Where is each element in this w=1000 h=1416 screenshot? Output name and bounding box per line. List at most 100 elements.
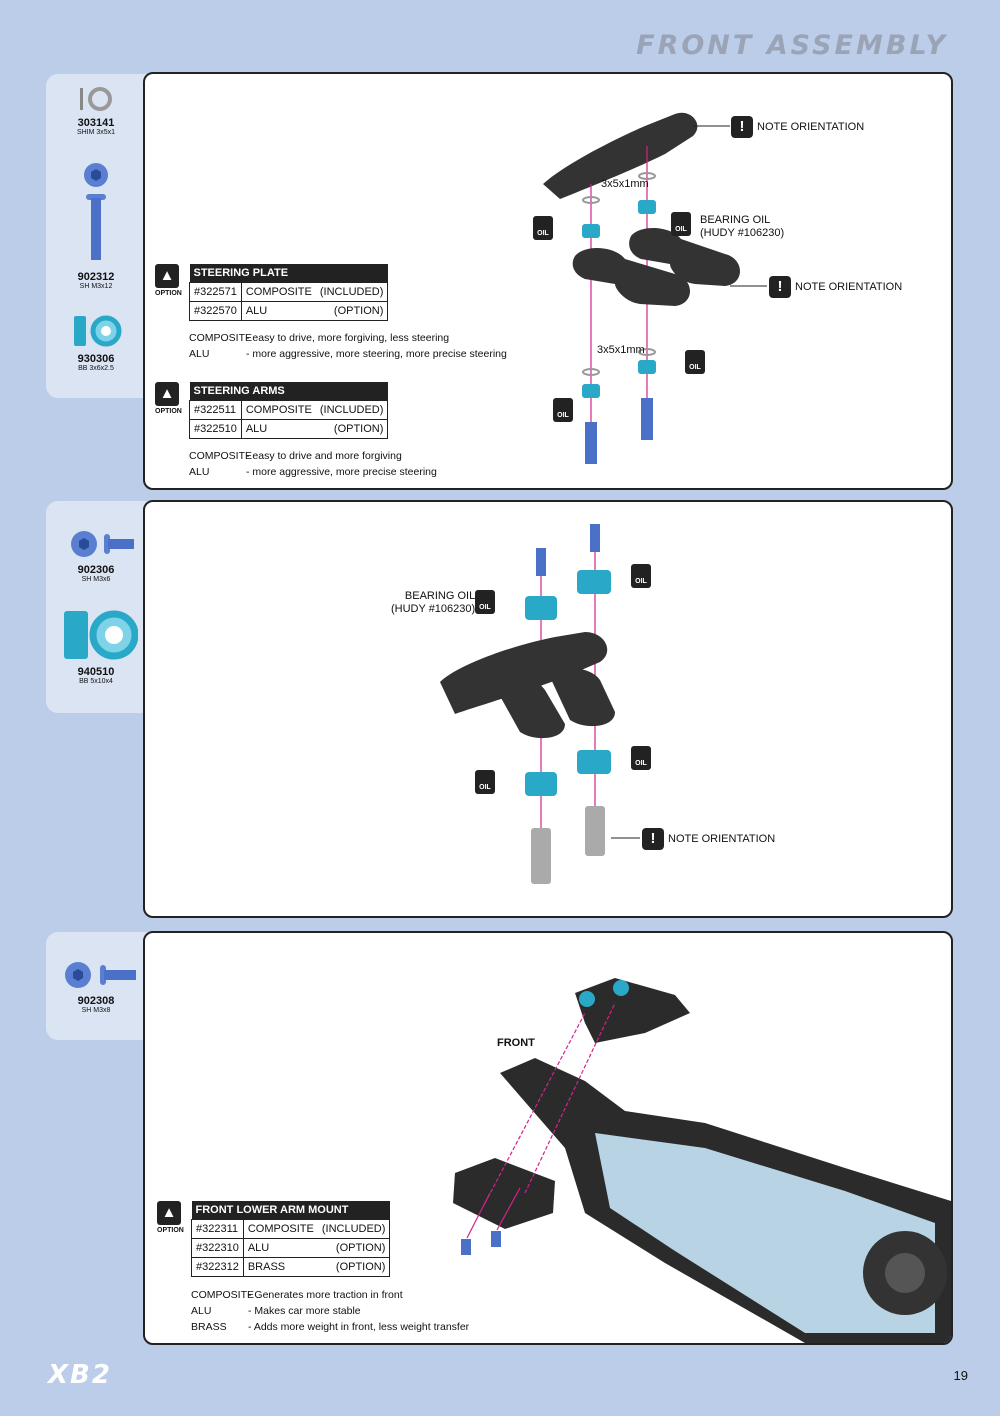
option-badge: ▲ OPTION bbox=[155, 382, 182, 415]
part-bearing-3x6: 930306 BB 3x6x2.5 bbox=[46, 314, 146, 372]
page-number: 19 bbox=[953, 1368, 968, 1383]
cell: (OPTION) bbox=[317, 1238, 391, 1258]
oil-icon: OIL bbox=[553, 398, 573, 422]
step3-box: FRONT ▲ OPTION FRONT LOWER ARM MOUNT #32… bbox=[143, 931, 953, 1345]
oil-icon: OIL bbox=[671, 212, 691, 236]
note-orientation-callout: ! NOTE ORIENTATION bbox=[769, 276, 902, 298]
cell: #322570 bbox=[189, 301, 242, 321]
xb2-logo: XB2 bbox=[48, 1360, 112, 1390]
cell: (INCLUDED) bbox=[317, 1219, 391, 1239]
note-key: ALU bbox=[189, 466, 210, 478]
note-orientation-callout: ! NOTE ORIENTATION bbox=[731, 116, 864, 138]
screw-icon bbox=[84, 163, 108, 260]
shim-size-label: 3x5x1mm bbox=[601, 178, 649, 190]
bearing-icon bbox=[64, 610, 139, 660]
screw-icon bbox=[71, 531, 134, 557]
oil-icon: OIL bbox=[631, 564, 651, 588]
note-key: COMPOSITE bbox=[191, 1289, 255, 1301]
note-text: - Makes car more stable bbox=[248, 1305, 361, 1317]
cell: (OPTION) bbox=[317, 1257, 391, 1277]
part-screw-m3x8: 902308 SH M3x8 bbox=[46, 960, 146, 1014]
cell: ALU bbox=[240, 419, 316, 439]
part-desc: SHIM 3x5x1 bbox=[76, 129, 116, 136]
cell: ALU bbox=[242, 1238, 318, 1258]
warning-icon: ! bbox=[642, 828, 664, 850]
bearing-oil-label: BEARING OIL (HUDY #106230) bbox=[391, 590, 475, 616]
option-label: OPTION bbox=[155, 408, 182, 415]
oil-icon: OIL bbox=[631, 746, 651, 770]
cell: COMPOSITE bbox=[240, 282, 316, 302]
warning-icon: ! bbox=[769, 276, 791, 298]
cell: (INCLUDED) bbox=[315, 282, 389, 302]
bearing-icon bbox=[74, 315, 122, 347]
part-desc: SH M3x12 bbox=[79, 283, 113, 290]
cell: (INCLUDED) bbox=[315, 400, 389, 420]
thumbs-up-icon: ▲ bbox=[155, 382, 179, 406]
cell: #322511 bbox=[189, 400, 242, 420]
part-number: 902312 bbox=[77, 271, 115, 283]
cell: #322510 bbox=[189, 419, 242, 439]
warning-icon: ! bbox=[731, 116, 753, 138]
thumbs-up-icon: ▲ bbox=[155, 264, 179, 288]
note-text: - Adds more weight in front, less weight… bbox=[248, 1321, 470, 1333]
part-desc: SH M3x6 bbox=[81, 576, 111, 583]
part-desc: SH M3x8 bbox=[81, 1007, 111, 1014]
part-desc: BB 5x10x4 bbox=[79, 678, 113, 685]
table-row: #322571 COMPOSITE (INCLUDED) bbox=[189, 282, 389, 302]
steering-plate-table: STEERING PLATE #322571 COMPOSITE (INCLUD… bbox=[189, 264, 389, 321]
cell: BRASS bbox=[242, 1257, 318, 1277]
screw-icon bbox=[65, 962, 136, 988]
step1-illustration bbox=[543, 112, 767, 464]
option-badge: ▲ OPTION bbox=[155, 264, 182, 297]
steering-plate-notes: COMPOSITE- easy to drive, more forgiving… bbox=[189, 330, 509, 362]
table-row: #322310 ALU (OPTION) bbox=[191, 1238, 391, 1258]
step2-box: BEARING OIL (HUDY #106230) OIL OIL OIL O… bbox=[143, 500, 953, 918]
parts-panel-step2: 902306 SH M3x6 940510 BB 5x10x4 bbox=[46, 501, 150, 713]
table-row: #322511 COMPOSITE (INCLUDED) bbox=[189, 400, 389, 420]
part-desc: BB 3x6x2.5 bbox=[78, 365, 114, 372]
step3-illustration bbox=[453, 978, 951, 1343]
hudy-code: (HUDY #106230) bbox=[700, 227, 785, 239]
note-key: ALU bbox=[191, 1305, 212, 1317]
steering-arms-table: STEERING ARMS #322511 COMPOSITE (INCLUDE… bbox=[189, 382, 389, 439]
note-text: - easy to drive, more forgiving, less st… bbox=[246, 332, 450, 344]
front-label: FRONT bbox=[497, 1037, 535, 1049]
bearing-oil-label: BEARING OIL (HUDY #106230) bbox=[700, 214, 784, 240]
hudy-code: (HUDY #106230) bbox=[391, 603, 476, 615]
note-key: BRASS bbox=[191, 1321, 227, 1333]
lower-arm-mount-notes: COMPOSITE- Generates more traction in fr… bbox=[191, 1287, 511, 1335]
oil-icon: OIL bbox=[475, 590, 495, 614]
note-key: ALU bbox=[189, 348, 210, 360]
steering-arms-notes: COMPOSITE- easy to drive and more forgiv… bbox=[189, 448, 509, 480]
cell: ALU bbox=[240, 301, 316, 321]
note-orientation-callout: ! NOTE ORIENTATION bbox=[642, 828, 775, 850]
cell: #322310 bbox=[191, 1238, 244, 1258]
oil-icon: OIL bbox=[533, 216, 553, 240]
bearing-oil-text: BEARING OIL bbox=[404, 590, 476, 602]
note-text: - Generates more traction in front bbox=[248, 1289, 403, 1301]
option-label: OPTION bbox=[155, 290, 182, 297]
part-number: 940510 bbox=[77, 666, 115, 678]
part-screw-m3x6: 902306 SH M3x6 bbox=[46, 529, 146, 583]
note-text: - easy to drive and more forgiving bbox=[246, 450, 402, 462]
parts-panel-step3: 902308 SH M3x8 bbox=[46, 932, 150, 1040]
part-screw-m3x12: 902312 SH M3x12 bbox=[46, 162, 146, 290]
part-bearing-5x10: 940510 BB 5x10x4 bbox=[46, 609, 146, 685]
step1-box: ! NOTE ORIENTATION ! NOTE ORIENTATION 3x… bbox=[143, 72, 953, 490]
option-badge: ▲ OPTION bbox=[157, 1201, 184, 1234]
note-text: - more aggressive, more precise steering bbox=[246, 466, 437, 478]
note-key: COMPOSITE bbox=[189, 450, 253, 462]
note-orientation-text: NOTE ORIENTATION bbox=[795, 281, 903, 293]
step2-illustration bbox=[440, 524, 640, 884]
cell: COMPOSITE bbox=[240, 400, 316, 420]
oil-icon: OIL bbox=[685, 350, 705, 374]
cell: (OPTION) bbox=[315, 419, 389, 439]
table-title: STEERING ARMS bbox=[189, 382, 388, 401]
part-number: 303141 bbox=[77, 117, 115, 129]
thumbs-up-icon: ▲ bbox=[157, 1201, 181, 1225]
note-text: - more aggressive, more steering, more p… bbox=[246, 348, 507, 360]
note-orientation-text: NOTE ORIENTATION bbox=[757, 121, 865, 133]
part-shim: 303141 SHIM 3x5x1 bbox=[46, 86, 146, 136]
note-orientation-text: NOTE ORIENTATION bbox=[668, 833, 776, 845]
part-number: 902308 bbox=[77, 995, 115, 1007]
